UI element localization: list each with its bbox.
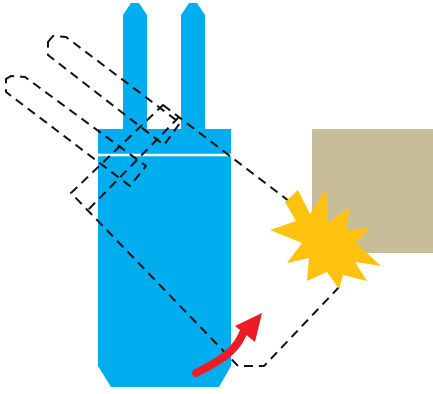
left-pin xyxy=(123,3,147,135)
component-body xyxy=(98,129,231,387)
tilted-pin-upper xyxy=(48,36,180,145)
right-pin xyxy=(181,3,205,135)
blue-component-upright xyxy=(98,3,231,387)
